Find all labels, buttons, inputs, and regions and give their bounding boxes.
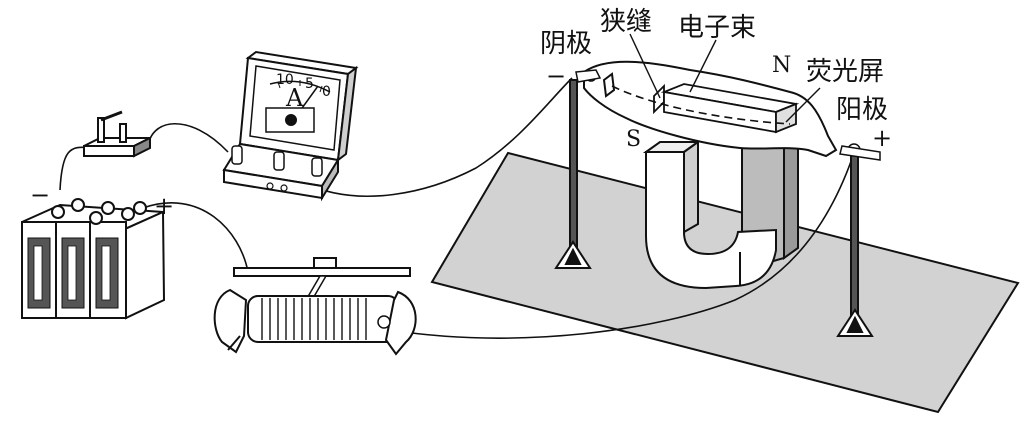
ammeter	[222, 50, 359, 202]
cathode-stand	[554, 79, 592, 269]
north-pole-label: N	[772, 53, 791, 78]
wires	[59, 77, 856, 339]
anode-label: 阳极	[836, 95, 888, 125]
leader-lines	[629, 33, 821, 123]
slit-label: 狭缝	[600, 7, 652, 37]
battery-plus-sign: +	[154, 192, 174, 220]
cathode-label: 阴极	[540, 29, 592, 59]
ammeter-scale-0: 0	[322, 84, 331, 100]
ammeter-pivot	[285, 114, 297, 126]
ammeter-scale-5: 5	[305, 76, 314, 92]
knife-switch	[83, 110, 151, 158]
battery-minus-sign: −	[30, 181, 50, 209]
anode-plus-sign: +	[872, 124, 892, 152]
ammeter-unit-label: A	[285, 84, 304, 112]
ammeter-scale-10: 10	[276, 72, 294, 88]
cathode-minus-sign: −	[546, 62, 566, 90]
electron-beam-label: 电子束	[678, 13, 756, 43]
rheostat	[213, 257, 417, 356]
cathode-ray-tube	[575, 60, 881, 161]
south-pole-label: S	[626, 127, 641, 152]
electron-beam-path	[611, 85, 791, 125]
battery-pack	[21, 198, 166, 320]
fluorescent-screen-label: 荧光屏	[806, 57, 884, 87]
